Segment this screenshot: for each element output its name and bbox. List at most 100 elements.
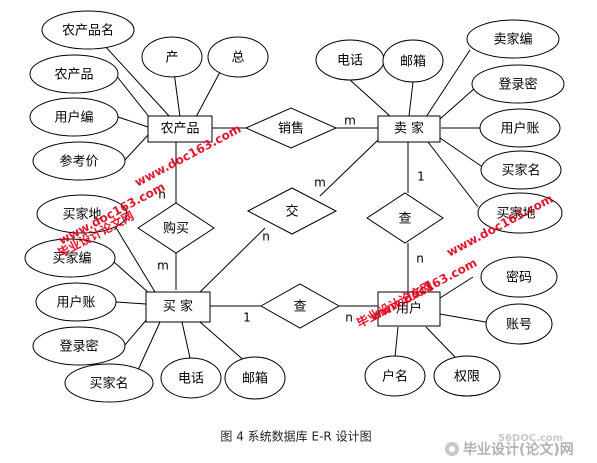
- attr-user-permission: 权限: [433, 355, 501, 397]
- attr-user-password: 密码: [480, 256, 558, 298]
- brand-site: 56DOC.com: [498, 433, 563, 444]
- relationship-trade: 交: [246, 187, 338, 235]
- attr-user-password-label: 密码: [506, 270, 532, 286]
- brand-logo-icon: [445, 442, 459, 456]
- edge-buyer-name: [137, 321, 161, 371]
- attr-seller-buyeraddr: 买家地: [477, 192, 563, 234]
- relationship-query-buyer: 查: [259, 283, 341, 329]
- edge-trade-buyer: [199, 227, 266, 293]
- brand-name: 毕业设计(论文)网: [463, 441, 574, 458]
- edge-buyer-id: [113, 261, 151, 295]
- attr-seller-buyername: 买家名: [480, 150, 562, 190]
- edge-seller-id: [425, 49, 471, 118]
- card-query-seller-one: 1: [417, 170, 425, 184]
- attr-buyer-id-label: 买家编: [52, 251, 91, 267]
- attr-seller-login: 登录密: [471, 64, 565, 104]
- edge-user-password: [439, 276, 474, 299]
- relationship-sell-label: 销售: [278, 121, 304, 137]
- edge-buyer-email: [199, 321, 248, 364]
- entity-seller-label: 卖 家: [394, 121, 424, 137]
- card-purchase-buyer: m: [157, 259, 169, 273]
- entity-user-label: 用户: [396, 301, 422, 317]
- attr-buyer-phone: 电话: [160, 357, 222, 399]
- entity-buyer-label: 买 家: [163, 299, 193, 315]
- relationship-purchase-label: 购买: [163, 221, 189, 237]
- edge-seller-login: [439, 87, 476, 120]
- attr-buyer-login: 登录密: [32, 326, 126, 366]
- entity-user: 用户: [377, 291, 441, 327]
- attr-seller-email-label: 邮箱: [400, 54, 426, 70]
- attr-buyer-email-label: 邮箱: [242, 371, 268, 387]
- attr-seller-id: 卖家编: [466, 19, 560, 59]
- attr-seller-email: 邮箱: [382, 39, 444, 83]
- edge-seller-trade: [319, 139, 379, 197]
- edge-ref-price: [123, 134, 149, 162]
- edge-user-account: [439, 313, 492, 324]
- edge-user-id-product: [117, 116, 149, 128]
- edge-seller-phone: [349, 79, 391, 117]
- attr-user-account: 账号: [485, 303, 553, 345]
- edge-buyer-login: [123, 317, 149, 347]
- card-sell-product: n: [158, 188, 166, 202]
- card-query-buyer-one: 1: [243, 311, 251, 325]
- attr-product: 农产品: [29, 54, 119, 94]
- attr-product-origin-label: 产: [165, 51, 178, 66]
- attr-seller-login-label: 登录密: [498, 77, 537, 93]
- relationship-sell: 销售: [244, 107, 338, 149]
- card-query-buyer-user: n: [345, 311, 353, 325]
- attr-product-total-label: 总: [231, 51, 244, 66]
- attr-product-label: 农产品: [54, 68, 93, 83]
- card-trade-buyer: n: [262, 230, 270, 244]
- attr-seller-phone-label: 电话: [337, 54, 363, 69]
- attr-buyer-email: 邮箱: [224, 356, 286, 400]
- attr-buyer-name: 买家名: [64, 363, 154, 403]
- attr-buyer-account-label: 用户账: [56, 295, 95, 311]
- figure-caption: 图 4 系统数据库 E-R 设计图: [220, 429, 371, 444]
- attr-seller-account-label: 用户账: [500, 121, 539, 137]
- card-sell-seller: m: [344, 114, 356, 128]
- attr-user-permission-label: 权限: [454, 369, 480, 385]
- attr-user-account-label: 账号: [506, 318, 532, 333]
- attr-seller-buyeraddr-label: 买家地: [496, 206, 535, 222]
- entity-farm-product: 农产品: [147, 115, 213, 143]
- edge-product-attr: [114, 73, 151, 119]
- attr-product-origin: 产: [141, 36, 203, 78]
- attr-buyer-login-label: 登录密: [59, 339, 98, 355]
- entity-seller: 卖 家: [377, 115, 441, 143]
- attr-seller-account: 用户账: [479, 108, 561, 148]
- edge-buyer-account: [115, 301, 147, 305]
- edge-buyer-addr: [111, 220, 156, 293]
- attr-buyer-name-label: 买家名: [89, 376, 128, 392]
- attr-buyer-id: 买家编: [24, 238, 116, 278]
- attr-user-accountname: 户名: [364, 355, 426, 397]
- relationship-query-seller-label: 查: [398, 212, 411, 227]
- brand-watermark: 56DOC.com 毕业设计(论文)网: [445, 433, 574, 458]
- attr-buyer-account: 用户账: [35, 282, 117, 322]
- card-query-seller-user: n: [416, 252, 424, 266]
- relationship-purchase: 购买: [137, 202, 215, 254]
- attr-product-name-label: 农产品名: [62, 23, 114, 39]
- relationship-query-seller: 查: [366, 192, 444, 244]
- attr-buyer-addr: 买家地: [36, 194, 128, 234]
- connection-lines: [92, 32, 492, 371]
- attr-seller-buyername-label: 买家名: [501, 163, 540, 179]
- attr-user-accountname-label: 户名: [382, 369, 408, 385]
- card-trade-seller: m: [314, 176, 326, 190]
- attr-user-id-product-label: 用户编: [54, 110, 93, 126]
- attr-ref-price: 参考价: [32, 141, 126, 181]
- cardinality-labels: n m m m n 1 n 1 n: [157, 114, 425, 325]
- attr-product-name: 农产品名: [41, 10, 135, 50]
- attr-ref-price-label: 参考价: [59, 154, 98, 170]
- edge-seller-email: [408, 81, 414, 117]
- edge-user-accountname: [394, 326, 399, 358]
- edge-seller-buyername: [439, 137, 485, 169]
- relationship-trade-label: 交: [285, 204, 298, 220]
- attr-buyer-phone-label: 电话: [178, 372, 204, 387]
- entity-farm-product-label: 农产品: [160, 122, 199, 137]
- relationship-query-buyer-label: 查: [293, 300, 306, 315]
- attr-seller-phone: 电话: [315, 39, 385, 81]
- edge-buyer-phone: [181, 321, 191, 359]
- edge-seller-buyeraddr: [427, 141, 479, 208]
- attr-product-total: 总: [207, 36, 269, 78]
